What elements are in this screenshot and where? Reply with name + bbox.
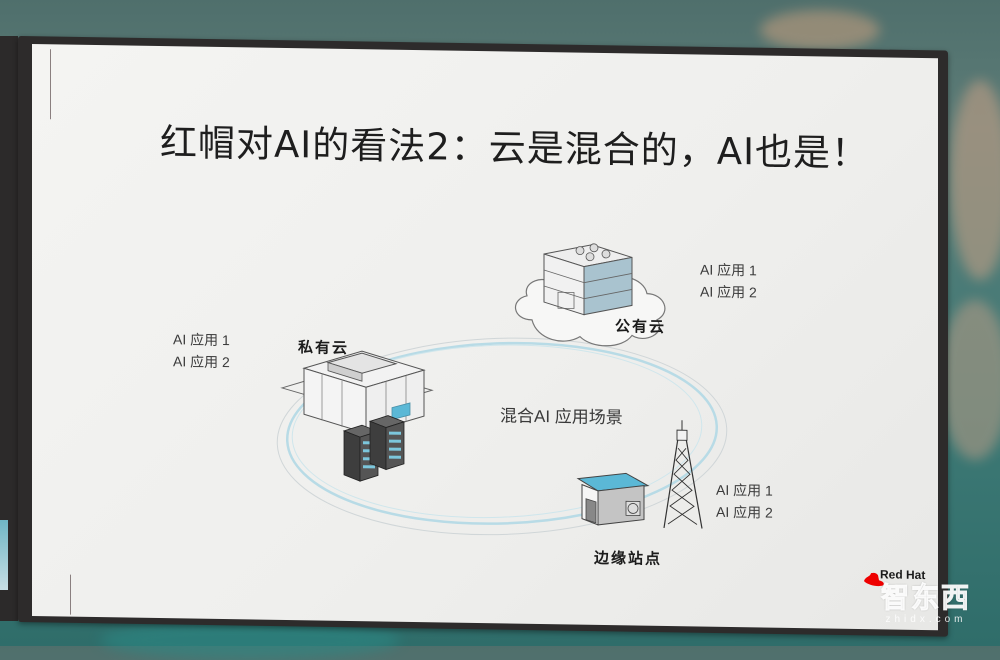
backdrop-blob (950, 80, 1000, 280)
adjacent-monitor-screen (0, 520, 8, 590)
site-label-private-cloud: 私有云 (298, 336, 349, 358)
site-label-public-cloud: 公有云 (615, 315, 666, 337)
hybrid-ai-scenario-label: 混合AI 应用场景 (500, 401, 623, 428)
public-cloud-app-list: AI 应用 1 AI 应用 2 (700, 258, 757, 303)
site-label-edge-site: 边缘站点 (594, 547, 662, 569)
watermark: 智东西 zhidx.com (866, 576, 986, 625)
app-item: AI 应用 2 (700, 280, 757, 303)
backdrop-blob (940, 300, 1000, 460)
private-cloud-datacenter-icon (282, 350, 432, 482)
app-item: AI 应用 2 (716, 501, 773, 524)
app-item: AI 应用 1 (700, 258, 757, 281)
edge-site-icon (578, 419, 702, 529)
app-item: AI 应用 2 (173, 350, 230, 373)
slide: 红帽对AI的看法2：云是混合的，AI也是！ (32, 44, 938, 630)
app-item: AI 应用 1 (173, 328, 230, 351)
hybrid-ai-diagram (32, 44, 938, 630)
private-cloud-app-list: AI 应用 1 AI 应用 2 (173, 328, 230, 373)
watermark-text: 智东西 (866, 576, 986, 616)
edge-site-app-list: AI 应用 1 AI 应用 2 (716, 479, 773, 524)
app-item: AI 应用 1 (716, 479, 773, 502)
backdrop-blob (760, 10, 880, 50)
